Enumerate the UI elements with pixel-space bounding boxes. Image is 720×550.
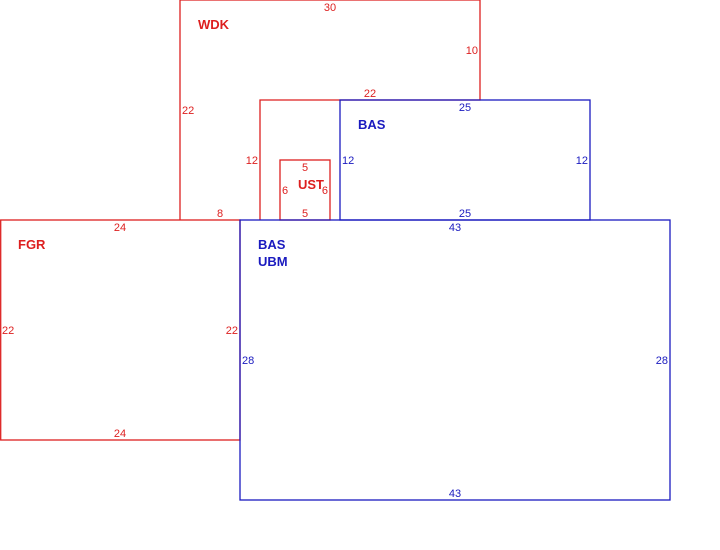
dim-bas-top-left: 12 — [342, 155, 354, 167]
room-wdk-label: WDK — [198, 17, 230, 32]
dim-fgr-top: 24 — [114, 222, 126, 234]
dim-wdk-notch-side: 12 — [246, 155, 258, 167]
dim-bas-top-top: 25 — [459, 102, 471, 114]
room-wdk: WDK 30 10 22 8 22 12 — [179, 0, 481, 220]
room-bas-top-label: BAS — [358, 117, 386, 132]
dim-wdk-left: 22 — [182, 105, 194, 117]
room-bas-top: BAS 25 12 12 25 — [339, 99, 591, 221]
dim-wdk-right: 10 — [466, 45, 478, 57]
room-bas-ubm-label-1: BAS — [258, 237, 286, 252]
dim-ust-top: 5 — [302, 162, 308, 174]
dim-bas-ubm-top: 43 — [449, 222, 461, 234]
dim-wdk-notch: 22 — [364, 88, 376, 100]
dim-fgr-bottom: 24 — [114, 428, 126, 440]
room-ust: UST 5 6 6 5 — [279, 159, 331, 221]
dim-bas-top-right: 12 — [576, 155, 588, 167]
dim-wdk-top: 30 — [324, 2, 336, 14]
room-fgr-outline — [0, 219, 241, 441]
room-bas-ubm-label-2: UBM — [258, 254, 288, 269]
room-wdk-outline — [179, 0, 481, 220]
dim-wdk-bottom: 8 — [217, 208, 223, 220]
dim-ust-left: 6 — [282, 185, 288, 197]
room-ust-label: UST — [298, 177, 324, 192]
room-bas-ubm-outline — [239, 219, 671, 501]
dim-fgr-left: 22 — [2, 325, 14, 337]
dim-fgr-right: 22 — [226, 325, 238, 337]
dim-bas-ubm-left: 28 — [242, 355, 254, 367]
dim-ust-right: 6 — [322, 185, 328, 197]
dim-bas-ubm-right: 28 — [656, 355, 668, 367]
dim-bas-ubm-bottom: 43 — [449, 488, 461, 500]
dim-ust-bottom: 5 — [302, 208, 308, 220]
room-fgr: FGR 24 22 22 24 — [0, 219, 241, 441]
dim-bas-top-bottom: 25 — [459, 208, 471, 220]
room-bas-ubm: BAS UBM 43 28 28 43 — [239, 219, 671, 501]
room-fgr-label: FGR — [18, 237, 46, 252]
